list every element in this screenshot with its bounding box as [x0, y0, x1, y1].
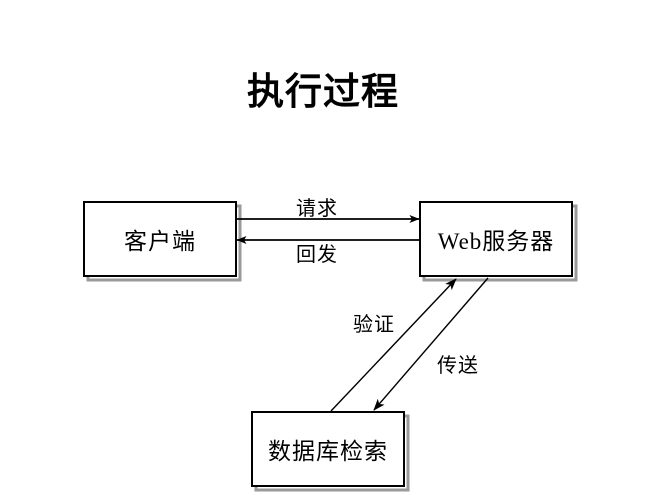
edge-label-request: 请求: [296, 198, 338, 220]
page-title: 执行过程: [247, 72, 399, 113]
edge-arrow-transmit: [373, 277, 489, 411]
edge-label-reply: 回发: [296, 244, 338, 266]
node-box-database[interactable]: [251, 411, 405, 487]
node-box-client[interactable]: [83, 201, 237, 277]
edge-label-transmit: 传送: [437, 355, 479, 377]
node-box-server[interactable]: [419, 201, 573, 277]
edge-label-verify: 验证: [353, 314, 395, 336]
edge-arrow-verify: [330, 278, 457, 412]
